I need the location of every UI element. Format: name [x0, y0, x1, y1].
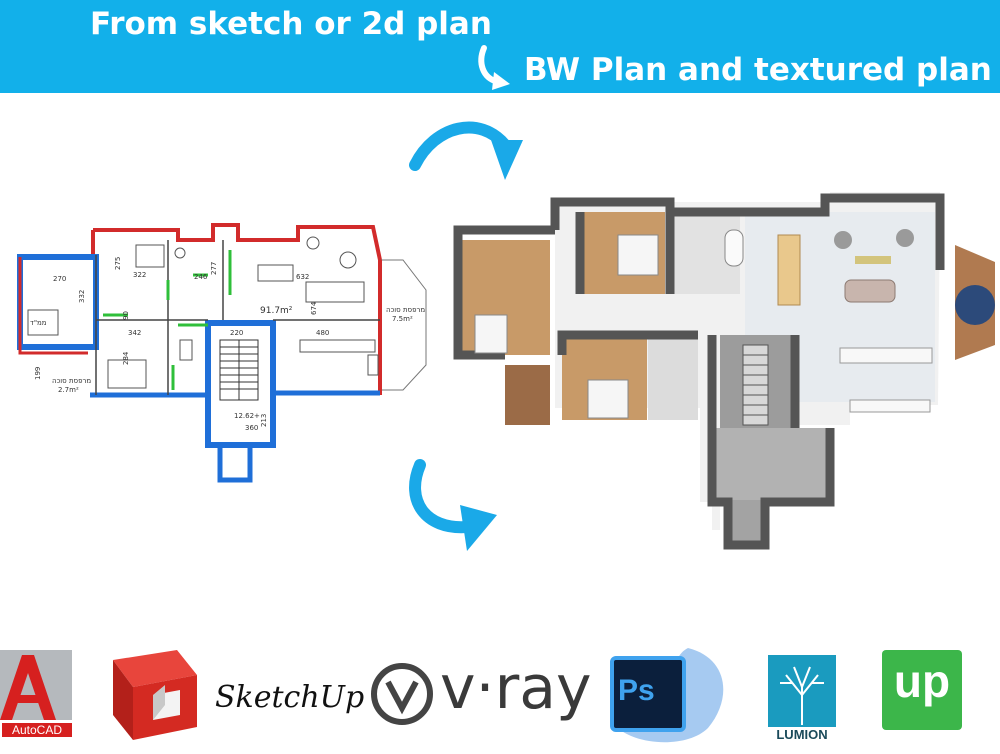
balcony-label-left: מרפסת סוכה: [52, 377, 91, 385]
vray-label: v·ray: [440, 653, 592, 723]
vray-icon: [371, 663, 433, 725]
dim-label: 90: [122, 311, 130, 320]
dim-label: 332: [78, 290, 86, 303]
dim-label: 275: [114, 257, 122, 270]
autocad-label: AutoCAD: [2, 723, 72, 737]
lumion-label: LUMION: [776, 727, 828, 742]
dim-label: 674: [310, 301, 318, 315]
hook-arrow-icon: [478, 45, 510, 90]
area-label-living: 91.7m²: [260, 306, 293, 316]
dim-label: 199: [34, 367, 42, 380]
balcony-label-right: מרפסת סוכה: [386, 306, 425, 314]
sketchup-label: SketchUp: [215, 680, 365, 715]
autocad-logo: AutoCAD: [0, 645, 75, 745]
stair-level-label: 12.62+: [234, 412, 260, 420]
lumion-logo: LUMION: [768, 655, 840, 745]
photoshop-label: Ps: [618, 674, 655, 707]
room-label-mamad: ממ"ד: [30, 319, 47, 327]
upwork-logo: up: [882, 650, 962, 730]
autocad-icon: [0, 650, 72, 720]
sketch-floor-plan: 270 322 275 246 277 632 332 90 342 284 2…: [17, 223, 427, 483]
dim-label: 277: [210, 262, 218, 275]
dim-label: 342: [128, 329, 141, 337]
upwork-label: up: [893, 655, 951, 707]
dim-label: 220: [230, 329, 243, 337]
header-subtitle: BW Plan and textured plan: [524, 52, 992, 88]
dim-label: 322: [133, 271, 146, 279]
header-title: From sketch or 2d plan: [90, 6, 492, 42]
sketchup-cube-icon: [113, 650, 197, 740]
textured-floor-plan: [453, 192, 995, 550]
dim-label: 246: [194, 273, 208, 281]
balcony-area-right: 7.5m²: [392, 315, 413, 323]
dim-label: 480: [316, 329, 329, 337]
photoshop-splash-icon: [610, 648, 724, 743]
dim-label: 270: [53, 275, 66, 283]
dim-label: 284: [122, 351, 130, 365]
photoshop-logo: Ps: [598, 638, 738, 750]
dim-label: 632: [296, 273, 309, 281]
curved-arrow-top-icon: [409, 121, 523, 180]
dim-label: 213: [260, 414, 268, 427]
curved-arrow-bottom-icon: [409, 459, 497, 551]
dim-label: 360: [245, 424, 258, 432]
balcony-area-left: 2.7m²: [58, 386, 79, 394]
lumion-tree-icon: [768, 655, 836, 727]
